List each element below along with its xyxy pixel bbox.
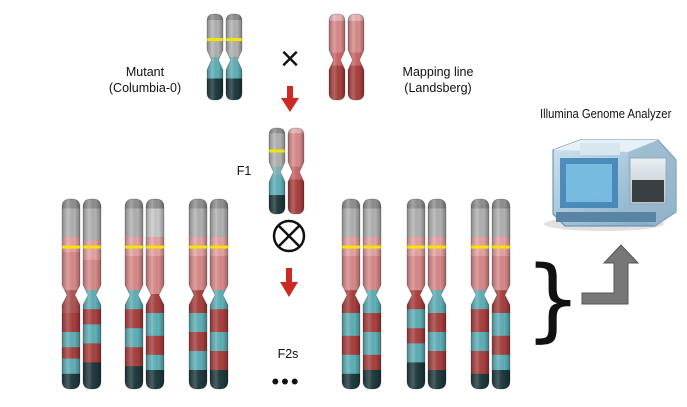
mutation-marker bbox=[146, 245, 164, 249]
mutation-marker bbox=[226, 38, 242, 42]
instrument-label: Illumina Genome Analyzer bbox=[540, 107, 672, 121]
f2-chromosome-pair-4-left bbox=[341, 198, 361, 390]
f2-chromosome-pair-6-left bbox=[470, 198, 490, 390]
mutation-marker bbox=[207, 38, 223, 42]
mutation-marker bbox=[189, 245, 207, 249]
mutant-label: Mutant bbox=[125, 65, 165, 79]
f1-label: F1 bbox=[236, 164, 252, 178]
arrow-to-f2 bbox=[280, 268, 298, 297]
f2-chromosome-pair-3-right bbox=[209, 198, 229, 390]
mutation-marker bbox=[342, 245, 360, 249]
parent-mapping-chromosome-right bbox=[347, 13, 365, 101]
f2-chromosome-pair-6-right bbox=[491, 198, 511, 390]
mutation-marker bbox=[428, 245, 446, 249]
mutant-ecotype-label: (Columbia-0) bbox=[108, 81, 182, 95]
parent-mutant-chromosome-right bbox=[225, 13, 243, 101]
ellipsis-label: ••• bbox=[271, 369, 301, 394]
mutation-marker bbox=[62, 245, 80, 249]
arrow-to-f1 bbox=[281, 86, 299, 112]
mutation-marker bbox=[363, 245, 381, 249]
f2-chromosome-pair-5-left bbox=[406, 198, 426, 390]
bent-arrow-icon bbox=[581, 244, 640, 305]
mutation-marker bbox=[269, 149, 285, 153]
parent-mapping-chromosome-left bbox=[328, 13, 346, 101]
f2-chromosome-pair-1-left bbox=[61, 198, 81, 390]
mapping-line-label: Mapping line bbox=[402, 65, 474, 79]
f2-chromosome-pair-3-left bbox=[188, 198, 208, 390]
f2-chromosome-pair-2-right bbox=[145, 198, 165, 390]
parent-mutant-chromosome-left bbox=[206, 13, 224, 101]
f2-chromosome-pair-4-right bbox=[362, 198, 382, 390]
selfing-symbol bbox=[272, 219, 306, 253]
f1-chromatid-columbia bbox=[268, 127, 286, 215]
f2-chromosome-pair-5-right bbox=[427, 198, 447, 390]
f2s-label: F2s bbox=[277, 347, 299, 361]
mutation-marker bbox=[471, 245, 489, 249]
f2-chromosome-pair-1-right bbox=[82, 198, 102, 390]
cross-symbol: × bbox=[280, 40, 300, 78]
mutation-marker bbox=[407, 245, 425, 249]
mutation-marker bbox=[125, 245, 143, 249]
f1-chromatid-landsberg bbox=[287, 127, 305, 215]
mapping-line-ecotype-label: (Landsberg) bbox=[404, 81, 472, 95]
curly-bracket: } bbox=[524, 247, 581, 352]
mutation-marker bbox=[492, 245, 510, 249]
mutation-marker bbox=[210, 245, 228, 249]
mutation-marker bbox=[83, 245, 101, 249]
sequencer-icon bbox=[544, 139, 677, 231]
f2-chromosome-pair-2-left bbox=[124, 198, 144, 390]
